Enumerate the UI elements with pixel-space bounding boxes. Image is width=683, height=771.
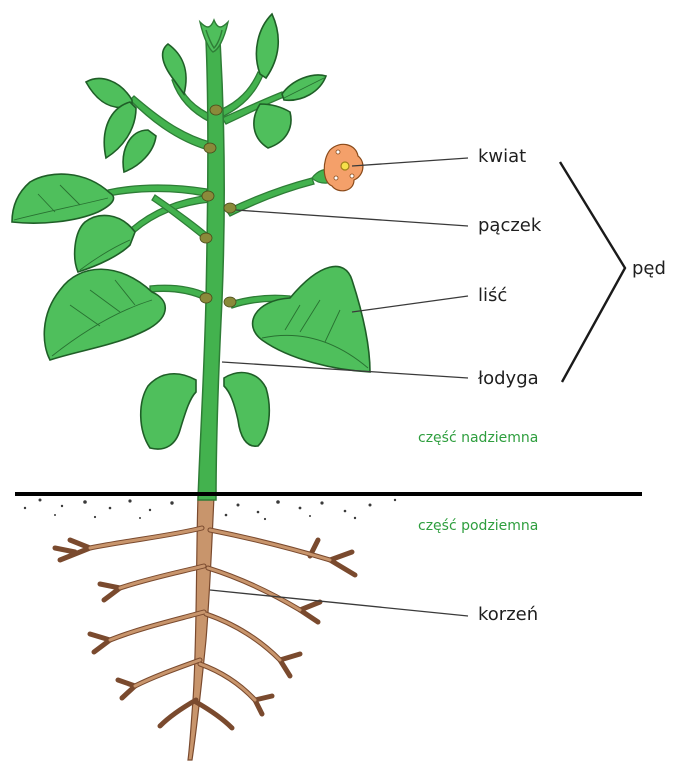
leaf-big-left (44, 269, 165, 360)
ped-bracket (560, 162, 625, 382)
leaf-lower-left (75, 215, 135, 272)
zone-below-ground: część podziemna (418, 518, 538, 534)
leaf-top-right-small (256, 14, 278, 78)
label-ped: pęd (632, 258, 666, 279)
leader-kwiat (352, 158, 468, 166)
label-paczek: pączek (478, 215, 541, 236)
leader-lisc (352, 296, 468, 312)
label-lodyga: łodyga (478, 368, 539, 389)
cotyledon-left (141, 374, 196, 449)
label-korzen: korzeń (478, 604, 538, 625)
label-kwiat: kwiat (478, 146, 526, 167)
cotyledon-right (224, 373, 269, 447)
label-lisc: liść (478, 285, 507, 306)
leaf-upper-right-hanging (254, 104, 291, 148)
top-bud (200, 20, 228, 52)
leader-paczek (236, 210, 468, 226)
leader-korzen (210, 590, 468, 616)
zone-above-ground: część nadziemna (418, 430, 538, 446)
roots (188, 496, 214, 760)
flower (312, 144, 363, 190)
leaves (12, 14, 370, 449)
